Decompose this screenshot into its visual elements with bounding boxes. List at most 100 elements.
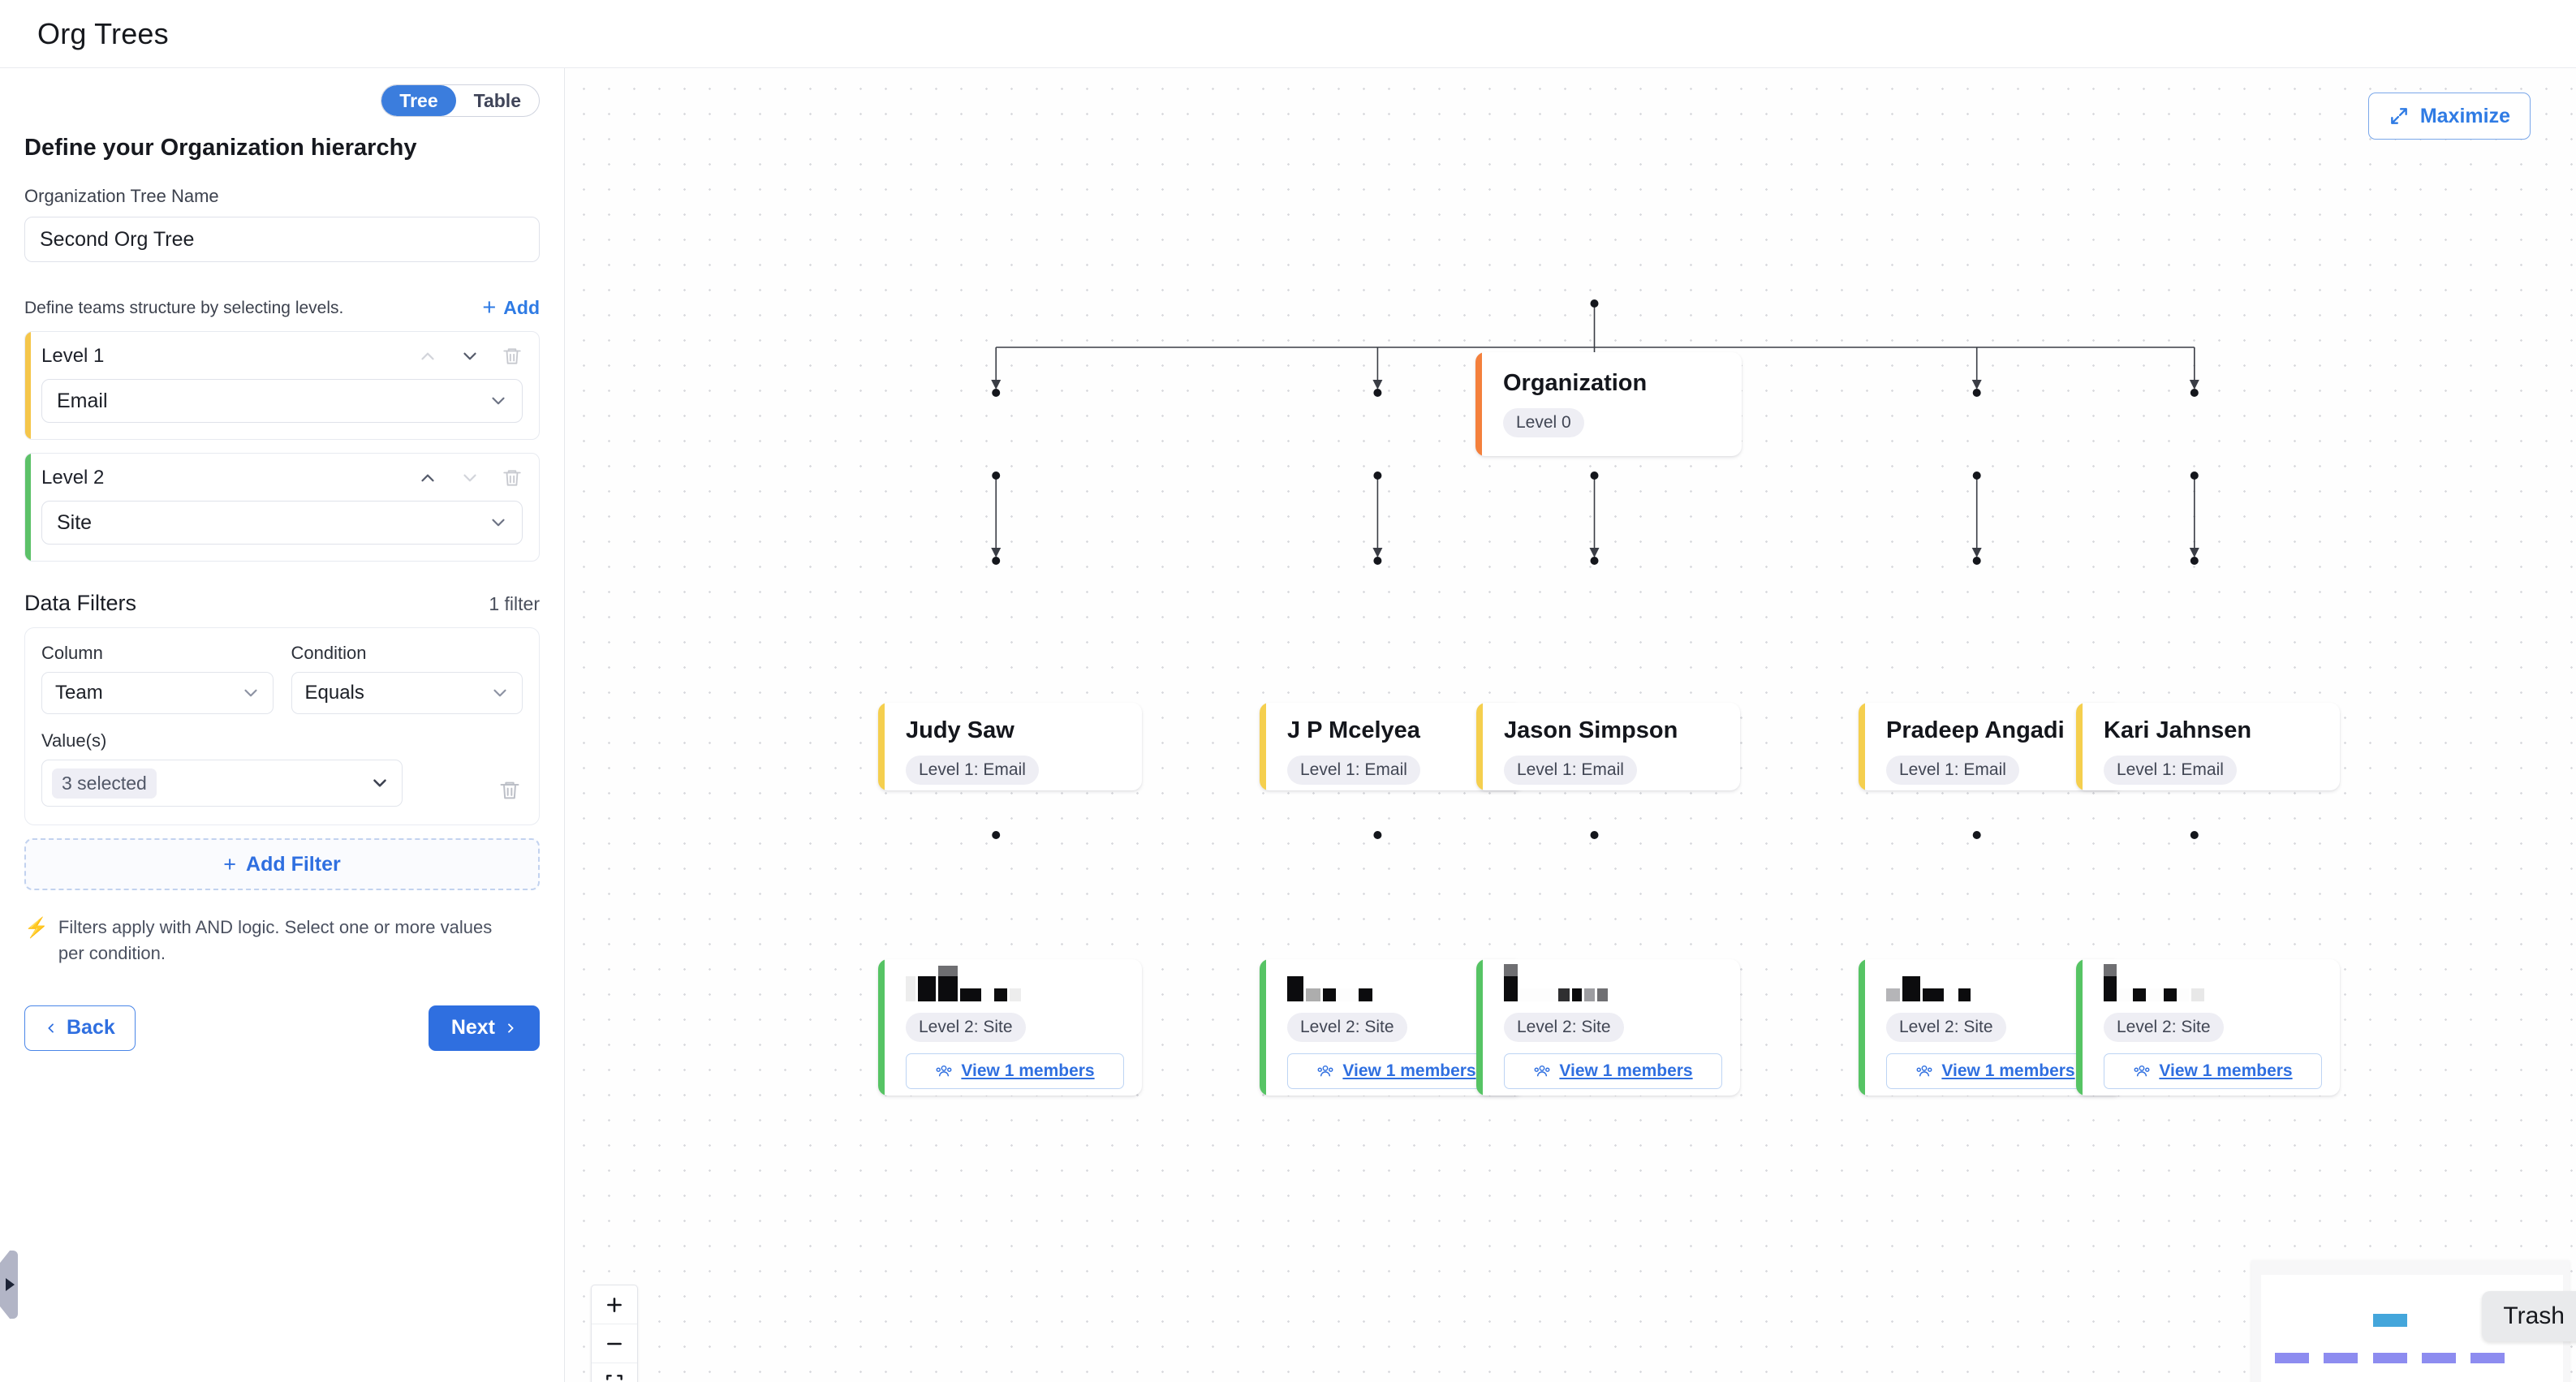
trash-tooltip: Trash <box>2482 1291 2576 1341</box>
node-level-badge: Level 2: Site <box>1287 1013 1407 1042</box>
node-level-badge: Level 1: Email <box>906 756 1039 785</box>
org-node-level1[interactable]: Jason Simpson Level 1: Email <box>1476 703 1740 790</box>
level-accent-bar <box>25 454 31 561</box>
back-button[interactable]: Back <box>24 1005 136 1051</box>
chevron-up-icon[interactable] <box>417 467 438 489</box>
members-icon <box>1534 1065 1550 1077</box>
chevron-down-icon <box>492 519 505 527</box>
maximize-label: Maximize <box>2419 104 2510 127</box>
zoom-controls[interactable] <box>591 1285 638 1382</box>
minimap-node-level1 <box>2373 1353 2407 1363</box>
plus-icon: + <box>223 851 237 876</box>
level-card-1[interactable]: Level 1 Email <box>24 331 540 440</box>
minimap-node-level1 <box>2422 1353 2456 1363</box>
chevron-down-icon <box>493 689 506 697</box>
node-title-redacted <box>2104 974 2322 1001</box>
members-icon <box>2134 1065 2150 1077</box>
node-title: Organization <box>1503 370 1648 396</box>
filter-row: Column Team Condition Equals Value(s) <box>24 627 540 825</box>
view-members-button[interactable]: View 1 members <box>1287 1053 1506 1089</box>
node-title: J P Mcelyea <box>1287 717 1420 743</box>
node-accent-bar <box>1475 352 1482 456</box>
node-level-badge: Level 0 <box>1503 408 1584 437</box>
org-node-level1[interactable]: Kari Jahnsen Level 1: Email <box>2076 703 2340 790</box>
next-label: Next <box>450 1016 495 1040</box>
lightning-icon: ⚡ <box>24 917 49 939</box>
node-title: Kari Jahnsen <box>2104 717 2252 743</box>
trash-icon[interactable] <box>502 467 523 489</box>
fit-view-button[interactable] <box>592 1363 637 1382</box>
column-label: Column <box>41 643 103 663</box>
org-node-level2[interactable]: Level 2: Site View 1 members <box>2076 959 2340 1096</box>
filter-condition-select[interactable]: Equals <box>291 672 523 714</box>
org-node-level1[interactable]: J P Mcelyea Level 1: Email <box>1260 703 1523 790</box>
next-button[interactable]: Next <box>428 1005 540 1051</box>
tree-name-input[interactable] <box>24 217 540 262</box>
data-filters-header: Data Filters 1 filter <box>24 591 540 616</box>
chevron-down-icon <box>373 779 386 787</box>
add-level-button[interactable]: + Add <box>482 296 540 320</box>
filter-column-value: Team <box>55 682 103 704</box>
node-title-redacted <box>906 974 1124 1001</box>
view-toggle[interactable]: Tree Table <box>381 84 540 117</box>
maximize-button[interactable]: Maximize <box>2367 93 2531 140</box>
app-header: Org Trees <box>0 0 2576 68</box>
minimap-node-root <box>2373 1314 2407 1327</box>
minimap-node-level1 <box>2324 1353 2358 1363</box>
filter-values-select[interactable]: 3 selected <box>41 760 403 807</box>
chevron-up-icon[interactable] <box>417 346 438 367</box>
plus-icon: + <box>482 295 497 321</box>
tab-tree[interactable]: Tree <box>381 85 456 116</box>
level-field-select[interactable]: Site <box>41 501 523 545</box>
filter-column-select[interactable]: Team <box>41 672 274 714</box>
members-icon <box>936 1065 952 1077</box>
org-node-level2[interactable]: Level 2: Site View 1 members <box>1476 959 1740 1096</box>
data-filters-title: Data Filters <box>24 591 137 615</box>
plus-icon <box>607 1297 622 1312</box>
node-accent-bar <box>1260 959 1266 1096</box>
delete-filter-icon[interactable] <box>498 779 521 802</box>
level-card-2[interactable]: Level 2 Site <box>24 453 540 562</box>
filter-condition-value: Equals <box>304 682 364 704</box>
chevron-down-icon[interactable] <box>459 467 480 489</box>
level-name-label: Level 1 <box>41 345 105 367</box>
chevron-down-icon[interactable] <box>459 346 480 367</box>
minimap-node-level1 <box>2275 1353 2309 1363</box>
org-chart-canvas[interactable]: Maximize <box>565 68 2576 1382</box>
view-members-button[interactable]: View 1 members <box>1886 1053 2104 1089</box>
sidebar-collapse-handle[interactable] <box>0 1251 18 1319</box>
config-sidebar: Tree Table Define your Organization hier… <box>0 68 565 1382</box>
minimap-node-level1 <box>2470 1353 2505 1363</box>
tree-layer: Organization Level 0 Judy Saw Level 1: E… <box>565 68 2576 1382</box>
wizard-nav: Back Next <box>24 1005 540 1051</box>
org-node-root[interactable]: Organization Level 0 <box>1475 352 1742 456</box>
trash-icon[interactable] <box>502 346 523 367</box>
add-filter-button[interactable]: + Add Filter <box>24 838 540 890</box>
zoom-out-button[interactable] <box>592 1324 637 1363</box>
node-accent-bar <box>1476 959 1483 1096</box>
node-title: Jason Simpson <box>1504 717 1678 743</box>
org-node-level1[interactable]: Judy Saw Level 1: Email <box>878 703 1142 790</box>
node-level-badge: Level 1: Email <box>1504 756 1637 785</box>
fit-view-icon <box>606 1375 622 1380</box>
condition-label: Condition <box>291 643 367 663</box>
org-node-level2[interactable]: Level 2: Site View 1 members <box>878 959 1142 1096</box>
level-field-select[interactable]: Email <box>41 379 523 423</box>
view-members-button[interactable]: View 1 members <box>1504 1053 1722 1089</box>
view-members-button[interactable]: View 1 members <box>2104 1053 2322 1089</box>
values-label: Value(s) <box>41 730 107 751</box>
members-icon <box>1317 1065 1333 1077</box>
view-toggle-row: Tree Table <box>24 68 540 117</box>
level-field-value: Email <box>57 389 108 412</box>
view-members-button[interactable]: View 1 members <box>906 1053 1124 1089</box>
node-level-badge: Level 2: Site <box>2104 1013 2224 1042</box>
section-title: Define your Organization hierarchy <box>24 135 417 161</box>
node-accent-bar <box>1859 959 1865 1096</box>
triangle-right-icon <box>5 1278 15 1291</box>
levels-hint: Define teams structure by selecting leve… <box>24 298 344 317</box>
page-title: Org Trees <box>37 16 169 50</box>
members-icon <box>1916 1065 1932 1077</box>
zoom-in-button[interactable] <box>592 1285 637 1324</box>
minus-icon <box>607 1342 622 1345</box>
tab-table[interactable]: Table <box>473 89 521 111</box>
